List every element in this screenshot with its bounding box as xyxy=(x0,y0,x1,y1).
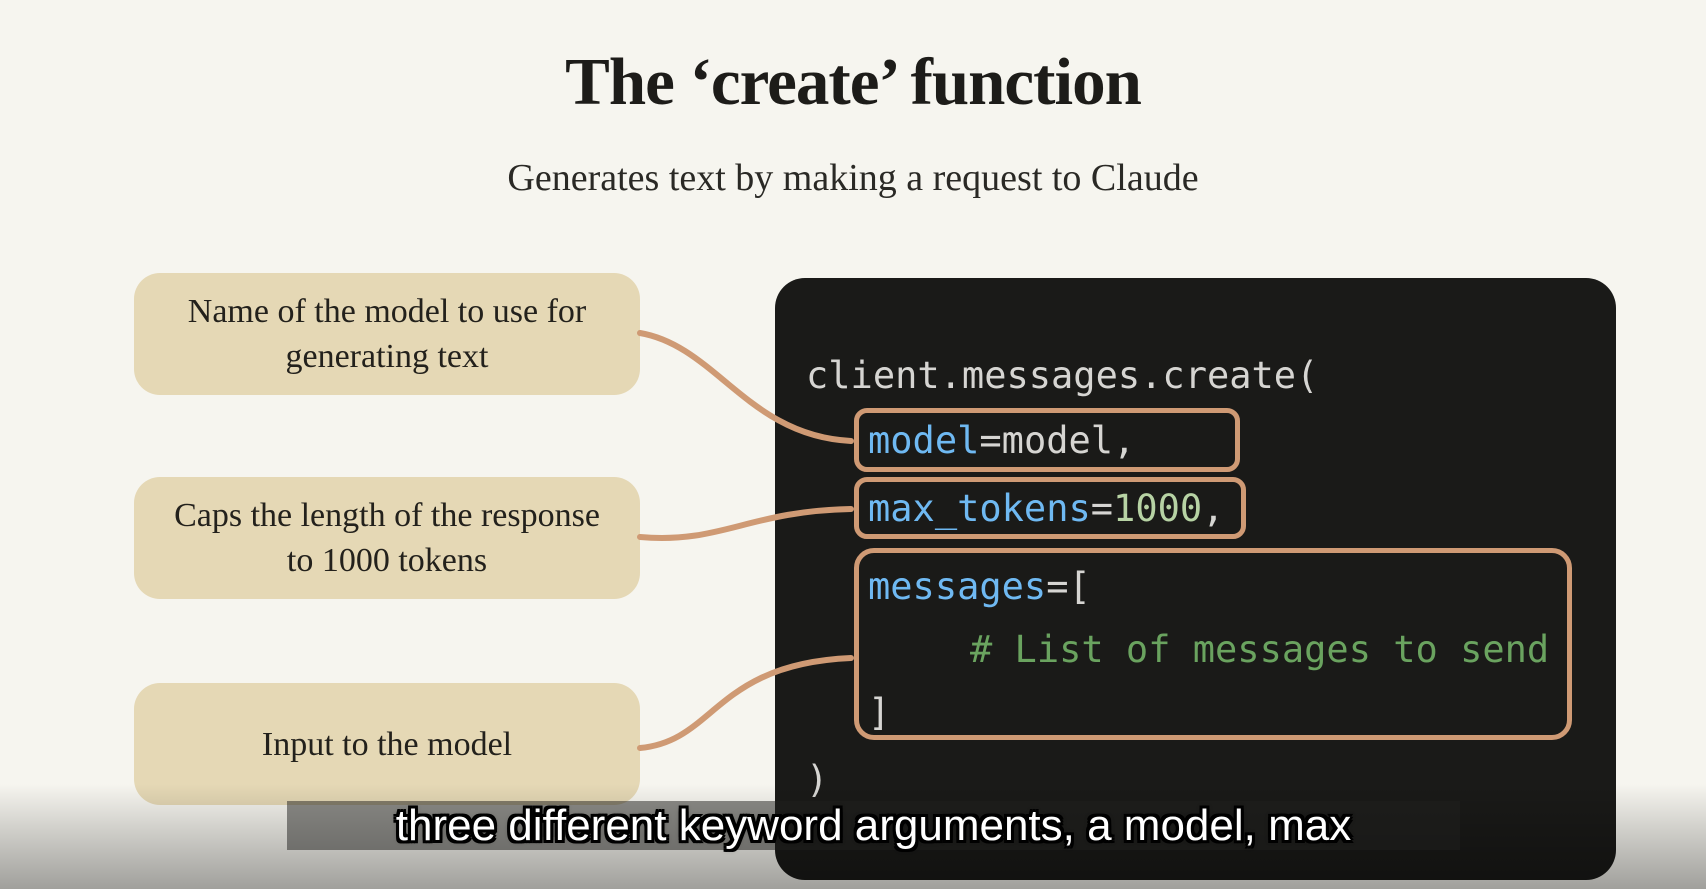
code-messages-open-bracket: =[ xyxy=(1046,565,1091,608)
callout-model-name-text: Name of the model to use for generating … xyxy=(187,293,587,375)
highlight-box-messages xyxy=(854,548,1572,740)
callout-max-tokens: Caps the length of the response to 1000 … xyxy=(134,477,640,599)
code-create-call-text: client.messages.create( xyxy=(806,354,1319,397)
callout-messages-text: Input to the model xyxy=(261,725,513,763)
slide-title: The ‘create’ function xyxy=(565,45,1142,119)
code-max-tokens-comma: , xyxy=(1202,487,1225,530)
code-comment-text: # List of messages to send xyxy=(970,628,1550,671)
code-line-close-paren: ) xyxy=(806,756,828,804)
code-close-paren-text: ) xyxy=(806,758,829,801)
code-model-value: =model, xyxy=(979,419,1136,462)
code-model-keyword: model xyxy=(868,419,980,462)
subtitle-caption-text: three different keyword arguments, a mod… xyxy=(395,800,1352,850)
callout-messages: Input to the model xyxy=(134,683,640,805)
code-line-model: model=model, xyxy=(868,417,1135,465)
subtitle-caption-band: three different keyword arguments, a mod… xyxy=(287,801,1460,850)
code-line-create-call: client.messages.create( xyxy=(806,352,1318,400)
callout-model-name: Name of the model to use for generating … xyxy=(134,273,640,395)
code-block xyxy=(775,278,1616,880)
code-line-max-tokens: max_tokens=1000, xyxy=(868,485,1224,533)
highlight-box-max-tokens xyxy=(854,477,1246,539)
code-max-tokens-keyword: max_tokens xyxy=(868,487,1091,530)
callout-max-tokens-text: Caps the length of the response to 1000 … xyxy=(174,497,600,579)
code-line-messages: messages=[ xyxy=(868,563,1091,611)
code-line-comment: # List of messages to send xyxy=(970,626,1549,674)
code-max-tokens-value: 1000 xyxy=(1113,487,1203,530)
highlight-box-model xyxy=(854,408,1240,472)
code-messages-keyword: messages xyxy=(868,565,1047,608)
slide-subtitle: Generates text by making a request to Cl… xyxy=(507,157,1199,199)
code-max-tokens-equals: = xyxy=(1090,487,1114,530)
